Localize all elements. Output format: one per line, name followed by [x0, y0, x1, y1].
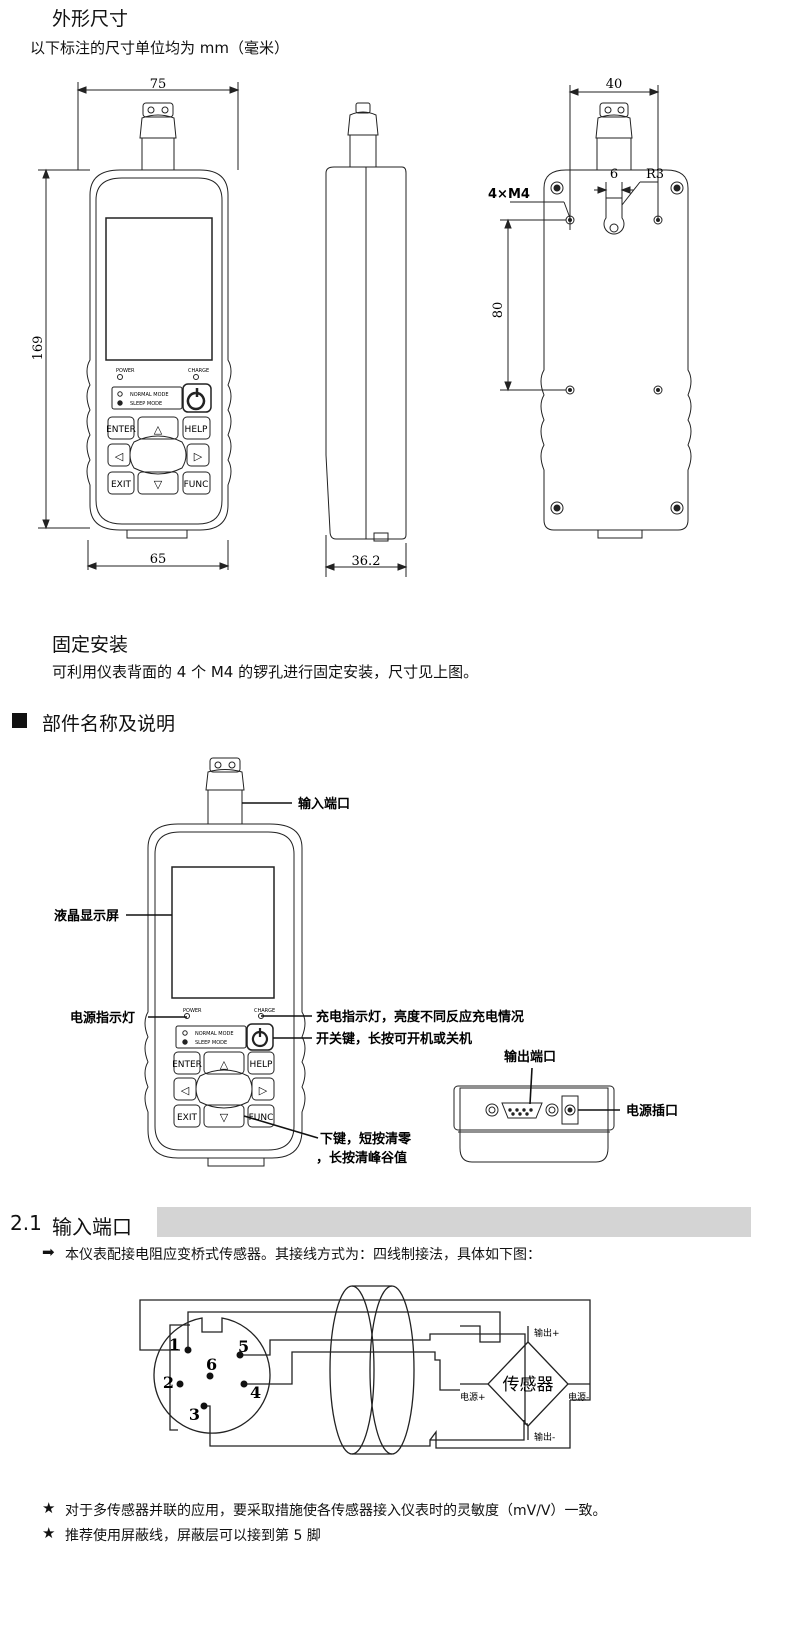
pin-1: 1 [169, 1335, 180, 1354]
unit-note: 以下标注的尺寸单位均为 mm（毫米） [30, 39, 289, 57]
pin-4: 4 [250, 1383, 261, 1402]
exit-key-2: EXIT [177, 1113, 198, 1123]
sleep-mode-label-2: SLEEP MODE [195, 1040, 227, 1046]
section-intro: 本仪表配接电阻应变桥式传感器。其接线方式为：四线制接法，具体如下图： [65, 1247, 541, 1263]
label-lcd: 液晶显示屏 [54, 908, 119, 924]
up-arrow-icon-2: △ [220, 1058, 229, 1071]
parts-diagram: POWER CHARGE NORMAL MODE SLEEP MODE ENTE… [54, 757, 678, 1167]
pin-6: 6 [206, 1355, 217, 1374]
dimensions-heading: 外形尺寸 [52, 8, 129, 30]
star-bullet-icon: ★ [42, 1499, 56, 1517]
left-arrow-icon-2: ◁ [181, 1084, 190, 1097]
label-input-port: 输入端口 [298, 796, 350, 812]
down-arrow-icon: ▽ [154, 478, 163, 491]
note-1: 对于多传感器并联的应用，要采取措施使各传感器接入仪表时的灵敏度（mV/V）一致。 [65, 1503, 607, 1519]
left-arrow-icon: ◁ [115, 450, 124, 463]
dim-depth: 36.2 [352, 554, 381, 569]
power-label-small-2: POWER [183, 1008, 202, 1014]
help-key-2: HELP [250, 1060, 273, 1070]
label-power-light: 电源指示灯 [70, 1010, 135, 1026]
out-plus-label: 输出+ [534, 1327, 560, 1339]
label-charge-light: 充电指示灯，亮度不同反应充电情况 [316, 1009, 524, 1025]
out-minus-label: 输出- [534, 1431, 555, 1443]
section-title: 输入端口 [52, 1215, 132, 1239]
up-arrow-icon: △ [154, 423, 163, 436]
dim-slot-width: 6 [610, 167, 618, 182]
note-2: 推荐使用屏蔽线，屏蔽层可以接到第 5 脚 [65, 1528, 321, 1544]
help-key: HELP [185, 425, 208, 435]
normal-mode-label-2: NORMAL MODE [195, 1031, 234, 1037]
enter-key: ENTER [106, 425, 136, 435]
pin-5: 5 [238, 1337, 249, 1356]
label-down-key-1: 下键，短按清零 [320, 1131, 412, 1147]
dim-width-65: 65 [150, 552, 167, 567]
down-arrow-icon-2: ▽ [220, 1111, 229, 1124]
label-power-key: 开关键，长按可开机或关机 [316, 1031, 472, 1047]
side-view-drawing: 36.2 [324, 102, 408, 577]
pwr-minus-label: 电源- [568, 1391, 589, 1403]
exit-key: EXIT [111, 480, 132, 490]
dim-hole-spacing: 80 [491, 302, 506, 319]
parts-heading: 部件名称及说明 [42, 713, 176, 735]
label-output-port: 输出端口 [504, 1049, 556, 1065]
enter-key-2: ENTER [172, 1060, 202, 1070]
dim-holes-4xm4: 4×M4 [488, 187, 530, 202]
charge-label-small-2: CHARGE [254, 1008, 275, 1014]
mounting-heading: 固定安装 [52, 634, 129, 656]
star-bullet-icon-2: ★ [42, 1524, 56, 1542]
dim-back-width-40: 40 [606, 77, 623, 92]
label-down-key-2: ，长按清峰谷值 [316, 1150, 407, 1166]
section-number: 2.1 [10, 1211, 42, 1235]
back-view-drawing: 40 4×M4 6 R3 80 [488, 77, 692, 539]
power-label-small: POWER [116, 368, 135, 374]
func-key-2: FUNC [249, 1113, 274, 1123]
wiring-diagram: 1 2 3 4 5 6 传感器 输出+ 输出- 电源+ 电源- [139, 1285, 591, 1455]
pin-3: 3 [189, 1405, 200, 1424]
right-arrow-icon: ▷ [194, 450, 203, 463]
sleep-mode-label: SLEEP MODE [130, 401, 162, 407]
arrow-bullet-icon: ➡ [42, 1243, 55, 1261]
dim-width-75: 75 [150, 77, 167, 92]
section-square-icon [12, 713, 27, 728]
front-view-drawing: 75 169 65 POWER CHARGE NORMAL MODE SLEEP… [31, 77, 240, 570]
dim-slot-radius: R3 [646, 167, 664, 182]
pin-2: 2 [163, 1373, 174, 1392]
mounting-text: 可利用仪表背面的 4 个 M4 的锣孔进行固定安装，尺寸见上图。 [52, 663, 479, 681]
sensor-label: 传感器 [503, 1375, 554, 1395]
label-power-socket: 电源插口 [626, 1103, 678, 1119]
normal-mode-label: NORMAL MODE [130, 392, 169, 398]
right-arrow-icon-2: ▷ [259, 1084, 268, 1097]
pwr-plus-label: 电源+ [460, 1391, 486, 1403]
section-title-bar [157, 1207, 751, 1237]
dim-height-169: 169 [31, 336, 46, 361]
charge-label-small: CHARGE [188, 368, 209, 374]
func-key: FUNC [184, 480, 209, 490]
